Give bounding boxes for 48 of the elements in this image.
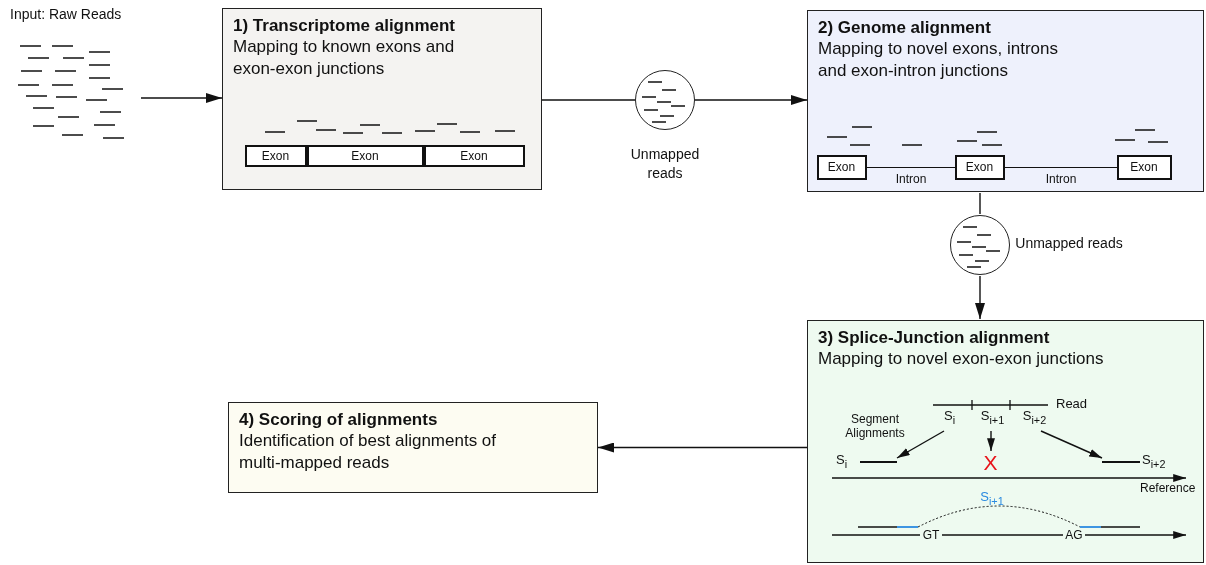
exon-box: Exon bbox=[816, 154, 867, 180]
note-label: Segment Alignments bbox=[844, 412, 906, 440]
step-title: 3) Splice-Junction alignment bbox=[818, 327, 1050, 348]
arrow bbox=[896, 430, 945, 459]
segment-label: S$_{i}$ bbox=[836, 452, 849, 472]
step-box bbox=[222, 8, 542, 190]
failed-mark: X bbox=[981, 451, 1000, 474]
step-description: Identification of best alignments of multi-mapped reads bbox=[239, 430, 497, 474]
exon-box: Exon bbox=[244, 144, 307, 167]
segment-label: S$_{i+2}$ bbox=[1016, 407, 1053, 430]
step-description: Mapping to novel exons, introns and exon-intron junctions bbox=[818, 38, 1060, 82]
step-box bbox=[807, 320, 1204, 563]
exon-box: Exon bbox=[306, 144, 424, 167]
arrow bbox=[140, 93, 223, 103]
connector-line bbox=[979, 192, 981, 215]
step-description: Mapping to novel exon-exon junctions bbox=[818, 348, 1104, 370]
arrow bbox=[987, 430, 995, 452]
step-box bbox=[807, 10, 1204, 192]
connector-line bbox=[866, 167, 956, 168]
step-title: 4) Scoring of alignments bbox=[239, 409, 438, 430]
axis-label: Reference bbox=[1140, 481, 1197, 495]
exon-box: Exon bbox=[1116, 154, 1172, 180]
unmapped-reads-circle bbox=[635, 70, 695, 130]
step-box bbox=[228, 402, 598, 493]
segment-bar bbox=[859, 460, 897, 463]
part-label: Read bbox=[1056, 397, 1089, 411]
motif-label: GT bbox=[920, 528, 942, 542]
arrow bbox=[975, 275, 985, 320]
motif-label: AG bbox=[1063, 528, 1085, 542]
segment-label: S$_{i+2}$ bbox=[1142, 452, 1167, 472]
connector-line bbox=[541, 99, 636, 101]
arrow bbox=[694, 95, 808, 105]
step-description: Mapping to known exons and exon-exon junctions bbox=[233, 36, 456, 80]
arrow bbox=[1040, 430, 1103, 459]
arrow bbox=[597, 442, 808, 453]
exon-box: Exon bbox=[423, 144, 525, 167]
step-title: 1) Transcriptome alignment bbox=[233, 15, 455, 36]
segment-bar bbox=[1101, 460, 1140, 463]
step-title: 2) Genome alignment bbox=[818, 17, 991, 38]
connector-line bbox=[1004, 167, 1118, 168]
segment-label: S$_{i}$ bbox=[936, 407, 963, 430]
segment-label: S$_{i+1}$ bbox=[974, 407, 1011, 430]
segment-label: S$_{i+1}$ bbox=[979, 490, 1005, 508]
exon-box: Exon bbox=[954, 154, 1005, 180]
node-label: Unmapped reads bbox=[1014, 234, 1124, 253]
input-label: Input: Raw Reads bbox=[10, 6, 140, 28]
unmapped-reads-circle bbox=[950, 215, 1010, 275]
node-label: Unmapped reads bbox=[629, 145, 701, 183]
